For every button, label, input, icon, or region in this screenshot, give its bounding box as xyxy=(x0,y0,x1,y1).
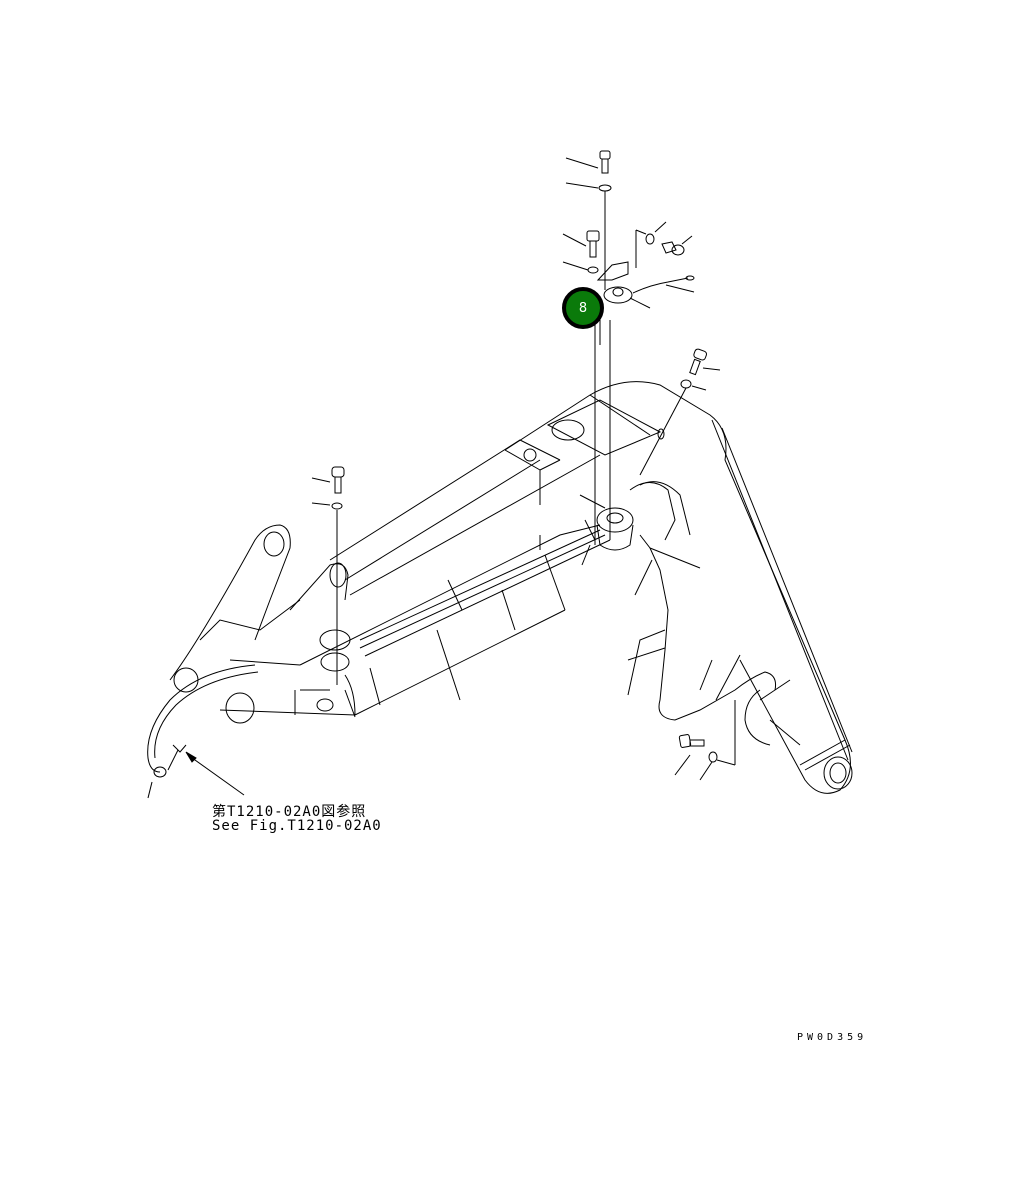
callout-marker-8[interactable]: 8 xyxy=(562,287,604,329)
bolt-icon xyxy=(311,466,345,494)
callout-marker-label: 8 xyxy=(578,300,588,316)
bolt-icon xyxy=(661,235,693,256)
swing-joint xyxy=(596,481,691,551)
bolt-icon xyxy=(689,348,721,376)
boom-foot-linkage xyxy=(169,524,356,724)
wire-harness xyxy=(627,534,801,781)
washer-icon xyxy=(635,221,667,268)
leader-lines xyxy=(344,494,606,718)
left-wire-harness xyxy=(147,664,259,799)
reference-note-jp: 第T1210-02A0図参照 xyxy=(212,804,367,820)
washer-icon xyxy=(639,379,707,476)
drawing-code: PW0D359 xyxy=(797,1032,868,1043)
bolt-icon xyxy=(678,734,705,748)
boom-arm xyxy=(504,381,853,794)
washer-icon xyxy=(708,751,736,766)
sensor-bracket xyxy=(594,261,695,545)
washer-icon xyxy=(562,261,599,274)
washer-icon xyxy=(565,182,612,290)
bolt-icon xyxy=(565,150,611,174)
reference-note-en: See Fig.T1210-02A0 xyxy=(212,818,382,834)
bolt-icon xyxy=(562,230,600,258)
boom-beam xyxy=(299,439,611,691)
washer-icon xyxy=(311,502,343,685)
